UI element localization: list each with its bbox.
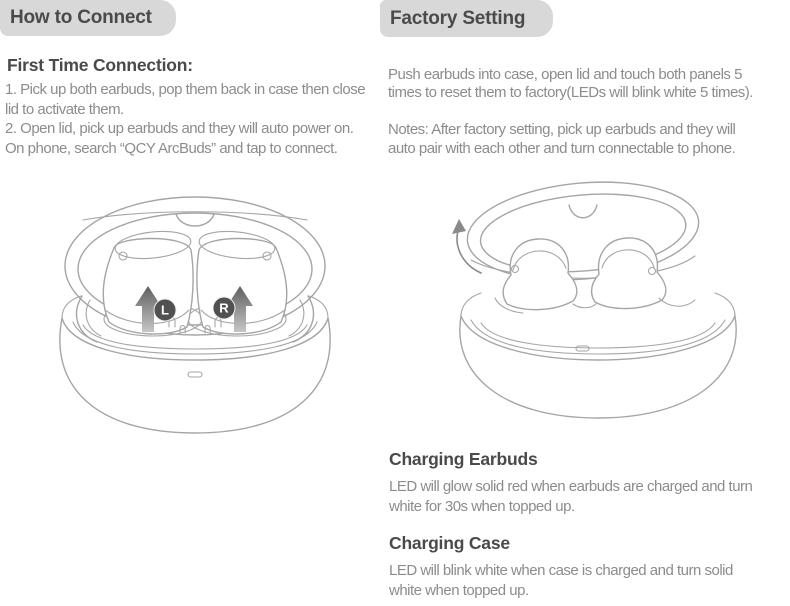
earbuds-case-open-lr-illustration: L R <box>35 186 357 444</box>
left-earbud-marker: L <box>153 298 177 322</box>
charging-case-body: LED will blink white when case is charge… <box>389 562 733 599</box>
lid-edge <box>470 255 696 279</box>
case-open-drawing <box>452 181 737 419</box>
charging-earbuds-body: LED will glow solid red when earbuds are… <box>389 478 753 515</box>
connect-instructions: 1. Pick up both earbuds, pop them back i… <box>5 81 366 158</box>
section-header-factory-setting: Factory Setting <box>380 0 553 37</box>
svg-text:R: R <box>219 301 229 316</box>
case-lid-open <box>466 181 700 281</box>
how-to-connect-label: How to Connect <box>10 7 152 28</box>
factory-paragraph-2: Notes: After factory setting, pick up ea… <box>388 121 736 157</box>
right-earbud <box>590 237 667 310</box>
factory-instructions: Push earbuds into case, open lid and tou… <box>388 47 786 177</box>
pop-up-arrow-right-icon <box>227 286 253 332</box>
charging-earbuds-heading: Charging Earbuds <box>389 449 538 469</box>
case-front-open-drawing: L R <box>59 196 331 434</box>
factory-paragraph-1: Push earbuds into case, open lid and tou… <box>388 65 753 102</box>
charging-info-section: Charging Earbuds LED will glow solid red… <box>389 449 785 606</box>
charging-case-heading: Charging Case <box>389 533 510 553</box>
right-earbud-marker: R <box>212 296 236 320</box>
lid-hinge-tab <box>175 213 215 227</box>
case-front-notch <box>575 345 590 352</box>
case-tray <box>494 297 696 314</box>
first-time-connection-heading: First Time Connection: <box>7 55 193 75</box>
case-front-notch <box>187 371 203 378</box>
left-earbud <box>502 238 578 311</box>
svg-text:L: L <box>161 303 169 318</box>
earbuds-case-open-illustration <box>445 176 767 426</box>
case-body <box>59 295 331 434</box>
case-lid-open <box>64 196 326 336</box>
lid-hinge-tab <box>568 204 598 219</box>
pop-up-arrow-left-icon <box>135 286 161 332</box>
case-body <box>459 292 737 419</box>
factory-setting-label: Factory Setting <box>390 7 526 29</box>
section-header-how-to-connect: How to Connect <box>0 0 176 36</box>
open-lid-arrow-icon <box>452 219 482 274</box>
